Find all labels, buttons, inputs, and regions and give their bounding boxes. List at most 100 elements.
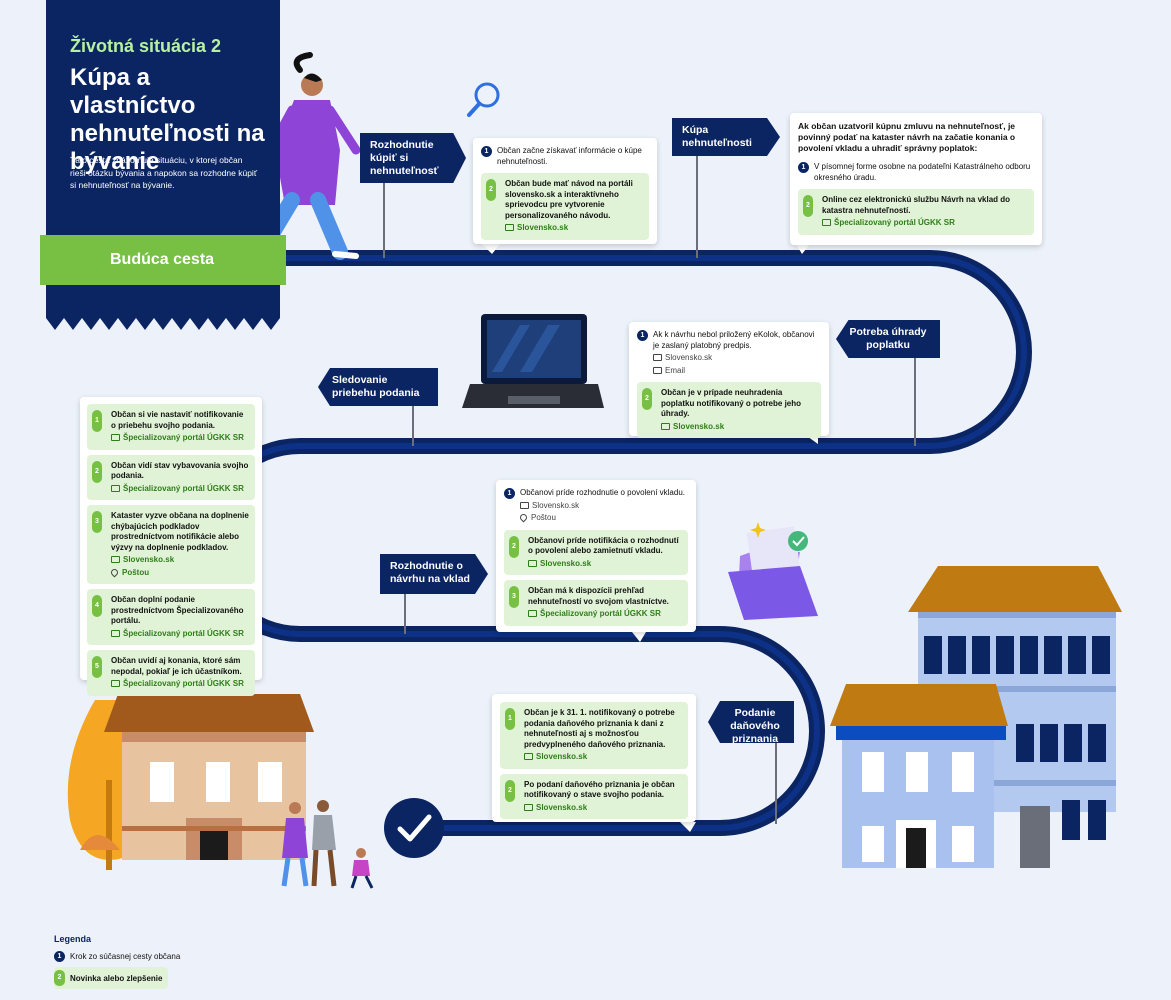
card-step-new: 3 Občan má k dispozícii prehľad nehnuteľ… [504,580,688,626]
stage-pole [914,356,916,446]
card-step-new: 2 Občan je v prípade neuhradenia poplatk… [637,382,821,438]
step-number: 2 [642,388,652,410]
channel-label: Slovensko.sk [665,353,713,362]
banner-subtitle: Životná situácia 2 [70,36,222,56]
channel: Slovensko.sk [111,555,249,566]
channel: Špecializovaný portál ÚGKK SR [822,218,1028,229]
house-illustration [104,694,314,860]
card-step-new: 2 Občan bude mať návod na portáli sloven… [481,173,649,240]
family-illustration [281,800,374,889]
stage-flag-purchase: Kúpa nehnuteľnosti [672,118,780,156]
channel: Špecializovaný portál ÚGKK SR [111,679,249,690]
step-number: 2 [803,195,813,217]
step-text: Po podaní daňového priznania je občan no… [524,779,675,800]
step-number: 1 [504,488,515,499]
channel: Špecializovaný portál ÚGKK SR [528,609,682,620]
step-number: 1 [54,951,65,962]
stage-flag-decision: Rozhodnutie kúpiť si nehnuteľnosť [360,133,466,183]
check-icon [384,798,444,858]
step-text: Kataster vyzve občana na doplnenie chýba… [111,511,249,552]
step-text: Občan vidí stav vybavovania svojho podan… [111,460,249,481]
card-step-new: 3 Kataster vyzve občana na doplnenie chý… [87,505,255,584]
step-text: Občan je v prípade neuhradenia poplatku … [661,388,802,418]
portal-icon [524,753,533,761]
step-number: 3 [509,586,519,608]
channel-label: Slovensko.sk [532,500,580,510]
step-text: Online cez elektronickú službu Návrh na … [822,195,1011,215]
channel-label: Slovensko.sk [536,752,588,761]
future-journey-band: Budúca cesta [40,235,286,285]
channel-label: Poštou [531,513,556,522]
stage-flag-tax: Podanie daňového priznania [708,701,794,743]
step-text: Občan doplní podanie prostredníctvom Špe… [111,595,244,625]
card-step-new: 5 Občan uvidí aj konania, ktoré sám nepo… [87,650,255,696]
stage-pole [696,150,698,258]
portal-icon [822,219,831,227]
portal-icon [111,484,120,492]
portal-icon [528,559,537,567]
step-number: 3 [92,511,102,533]
channel-label: Slovensko.sk [517,223,569,232]
card-step: 1 Ak k návrhu nebol priložený eKolok, ob… [637,330,821,376]
step-text: Občan si vie nastaviť notifikovanie o pr… [111,410,244,430]
stage-pole [404,594,406,634]
folder-illustration [728,522,818,620]
stage-pole [412,404,414,446]
channel: Špecializovaný portál ÚGKK SR [111,433,249,444]
channel-label: Slovensko.sk [673,421,725,431]
legend-item-new: 2 Novinka alebo zlepšenie [54,967,169,989]
channel-label: Špecializovaný portál ÚGKK SR [123,679,244,688]
stage-flag-tracking: Sledovanie priebehu podania [318,368,438,406]
portal-icon [524,803,533,811]
stage-flag-fee: Potreba úhrady poplatku [836,320,940,358]
stage-pole [775,742,777,824]
channel: Slovensko.sk [661,422,815,433]
card-step-new: 1 Občan je k 31. 1. notifikovaný o potre… [500,702,688,769]
stage-pole [383,180,385,258]
step-number: 1 [92,410,102,432]
card-fee: 1 Ak k návrhu nebol priložený eKolok, ob… [629,322,829,438]
channel: Poštou [109,567,249,579]
card-step-new: 2 Online cez elektronickú službu Návrh n… [798,189,1034,235]
step-number: 2 [92,460,102,483]
card-step-new: 1 Občan si vie nastaviť notifikovanie o … [87,404,255,450]
channel: Slovensko.sk [653,353,821,364]
channel: Slovensko.sk [505,223,643,234]
channel-label: Špecializovaný portál ÚGKK SR [834,218,955,227]
step-text: Občan uvidí aj konania, ktoré sám nepoda… [111,656,242,676]
channel-label: Špecializovaný portál ÚGKK SR [123,483,244,493]
channel: Email [653,366,821,377]
card-step-new: 2 Občanovi príde notifikácia o rozhodnut… [504,529,688,575]
channel: Poštou [518,512,688,524]
channel-label: Špecializovaný portál ÚGKK SR [540,609,661,618]
stage-flag-ruling: Rozhodnutie o návrhu na vklad [380,554,488,594]
card-step: 1 Občan začne získavať informácie o kúpe… [481,146,649,167]
channel: Špecializovaný portál ÚGKK SR [111,484,249,495]
apartment-buildings-illustration [830,566,1122,868]
step-number: 2 [509,535,519,558]
step-number: 1 [637,330,648,341]
card-tax: 1 Občan je k 31. 1. notifikovaný o potre… [492,694,696,822]
step-text: Občan bude mať návod na portáli slovensk… [505,179,633,220]
portal-icon [505,224,514,232]
portal-icon [520,501,529,509]
portal-icon [111,680,120,688]
step-text: Občan má k dispozícii prehľad nehnuteľno… [528,586,669,606]
channel-label: Slovensko.sk [540,558,592,568]
location-pin-icon [518,512,529,523]
portal-icon [661,422,670,430]
channel-label: Slovensko.sk [123,555,175,564]
portal-icon [111,629,120,637]
laptop-illustration [462,314,604,408]
card-step-new: 4 Občan doplní podanie prostredníctvom Š… [87,589,255,645]
step-text: V písomnej forme osobne na podateľni Kat… [814,162,1031,182]
header-banner: Životná situácia 2 Kúpa a vlastníctvo ne… [46,0,280,330]
card-step-new: 2 Po podaní daňového priznania je občan … [500,773,688,819]
step-number: 1 [505,708,515,730]
step-number: 2 [486,179,496,201]
card-purchase: Ak občan uzatvoril kúpnu zmluvu na nehnu… [790,113,1042,245]
channel-label: Poštou [122,567,150,577]
channel: Slovensko.sk [524,752,682,763]
channel-label: Slovensko.sk [536,802,588,812]
portal-icon [528,610,537,618]
